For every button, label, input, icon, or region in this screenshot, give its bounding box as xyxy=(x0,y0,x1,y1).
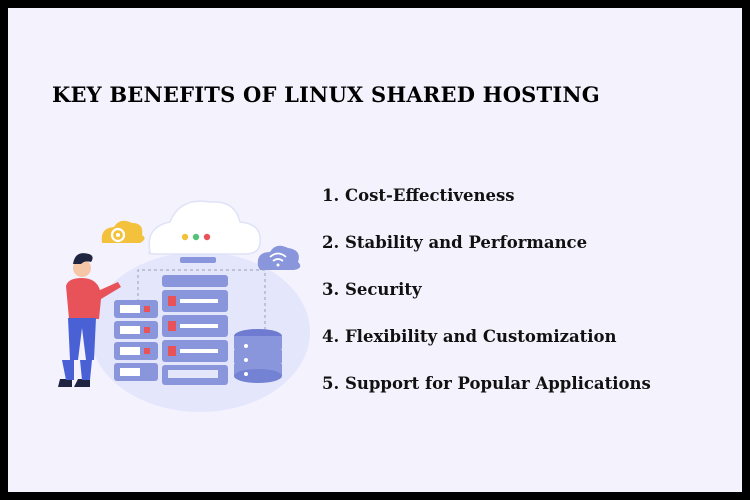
person-icon xyxy=(58,253,121,387)
list-item: 3. Security xyxy=(322,280,422,299)
list-item: 2. Stability and Performance xyxy=(322,233,588,252)
gear-cloud-icon xyxy=(101,220,145,243)
list-item: 4. Flexibility and Customization xyxy=(322,327,617,346)
server-rack-icon xyxy=(162,275,228,385)
wifi-cloud-icon xyxy=(257,245,301,270)
benefits-list: 1. Cost-Effectiveness 2. Stability and P… xyxy=(322,185,651,420)
cloud-server-icon xyxy=(148,200,261,263)
page-title: KEY BENEFITS OF LINUX SHARED HOSTING xyxy=(52,82,600,107)
list-item: 5. Support for Popular Applications xyxy=(322,374,651,393)
database-icon xyxy=(234,329,282,383)
hosting-illustration xyxy=(58,200,310,412)
content-card xyxy=(8,8,742,492)
list-item: 1. Cost-Effectiveness xyxy=(322,186,515,205)
server-rack-icon xyxy=(114,300,158,381)
